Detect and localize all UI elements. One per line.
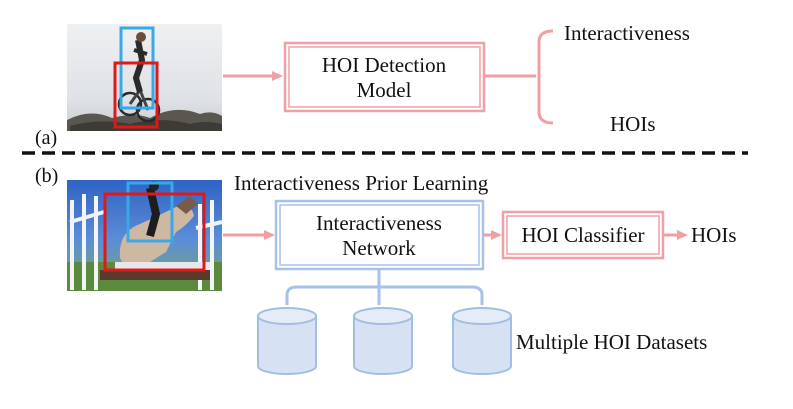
arrow-b-image-to-network (223, 230, 275, 240)
model-box-line1: HOI Detection (322, 53, 447, 77)
model-box-line2: Model (357, 78, 412, 102)
hoi-detection-model-box: HOI Detection Model (283, 41, 486, 113)
output-hois-b: HOIs (691, 223, 737, 247)
hoi-classifier-box: HOI Classifier (501, 210, 665, 260)
panel-label-b: (b) (35, 165, 58, 187)
dataset-cylinder-2 (353, 307, 413, 375)
datasets-label: Multiple HOI Datasets (516, 330, 707, 354)
human-bbox (119, 26, 155, 110)
arrow-a-image-to-model (223, 71, 283, 81)
network-box-line1: Interactiveness (316, 211, 442, 235)
object-bbox-b (103, 192, 206, 272)
dataset-connector (285, 270, 484, 305)
bike-photo (67, 24, 222, 131)
network-box-line2: Network (342, 236, 416, 260)
arrow-classifier-to-hois (664, 230, 688, 240)
classifier-label: HOI Classifier (521, 223, 644, 247)
horse-photo (67, 180, 223, 291)
prior-learning-title: Interactiveness Prior Learning (234, 171, 489, 195)
arrow-network-to-classifier (484, 230, 502, 240)
dataset-cylinder-3 (452, 307, 512, 375)
panel-label-a: (a) (35, 127, 57, 149)
bracket-connector (485, 29, 554, 125)
interactiveness-network-box: Interactiveness Network (274, 199, 485, 271)
human-bbox-b (126, 181, 174, 243)
output-interactiveness: Interactiveness (564, 21, 690, 45)
dataset-cylinder-1 (257, 307, 317, 375)
object-bbox (113, 61, 159, 129)
output-hois-a: HOIs (610, 112, 656, 136)
